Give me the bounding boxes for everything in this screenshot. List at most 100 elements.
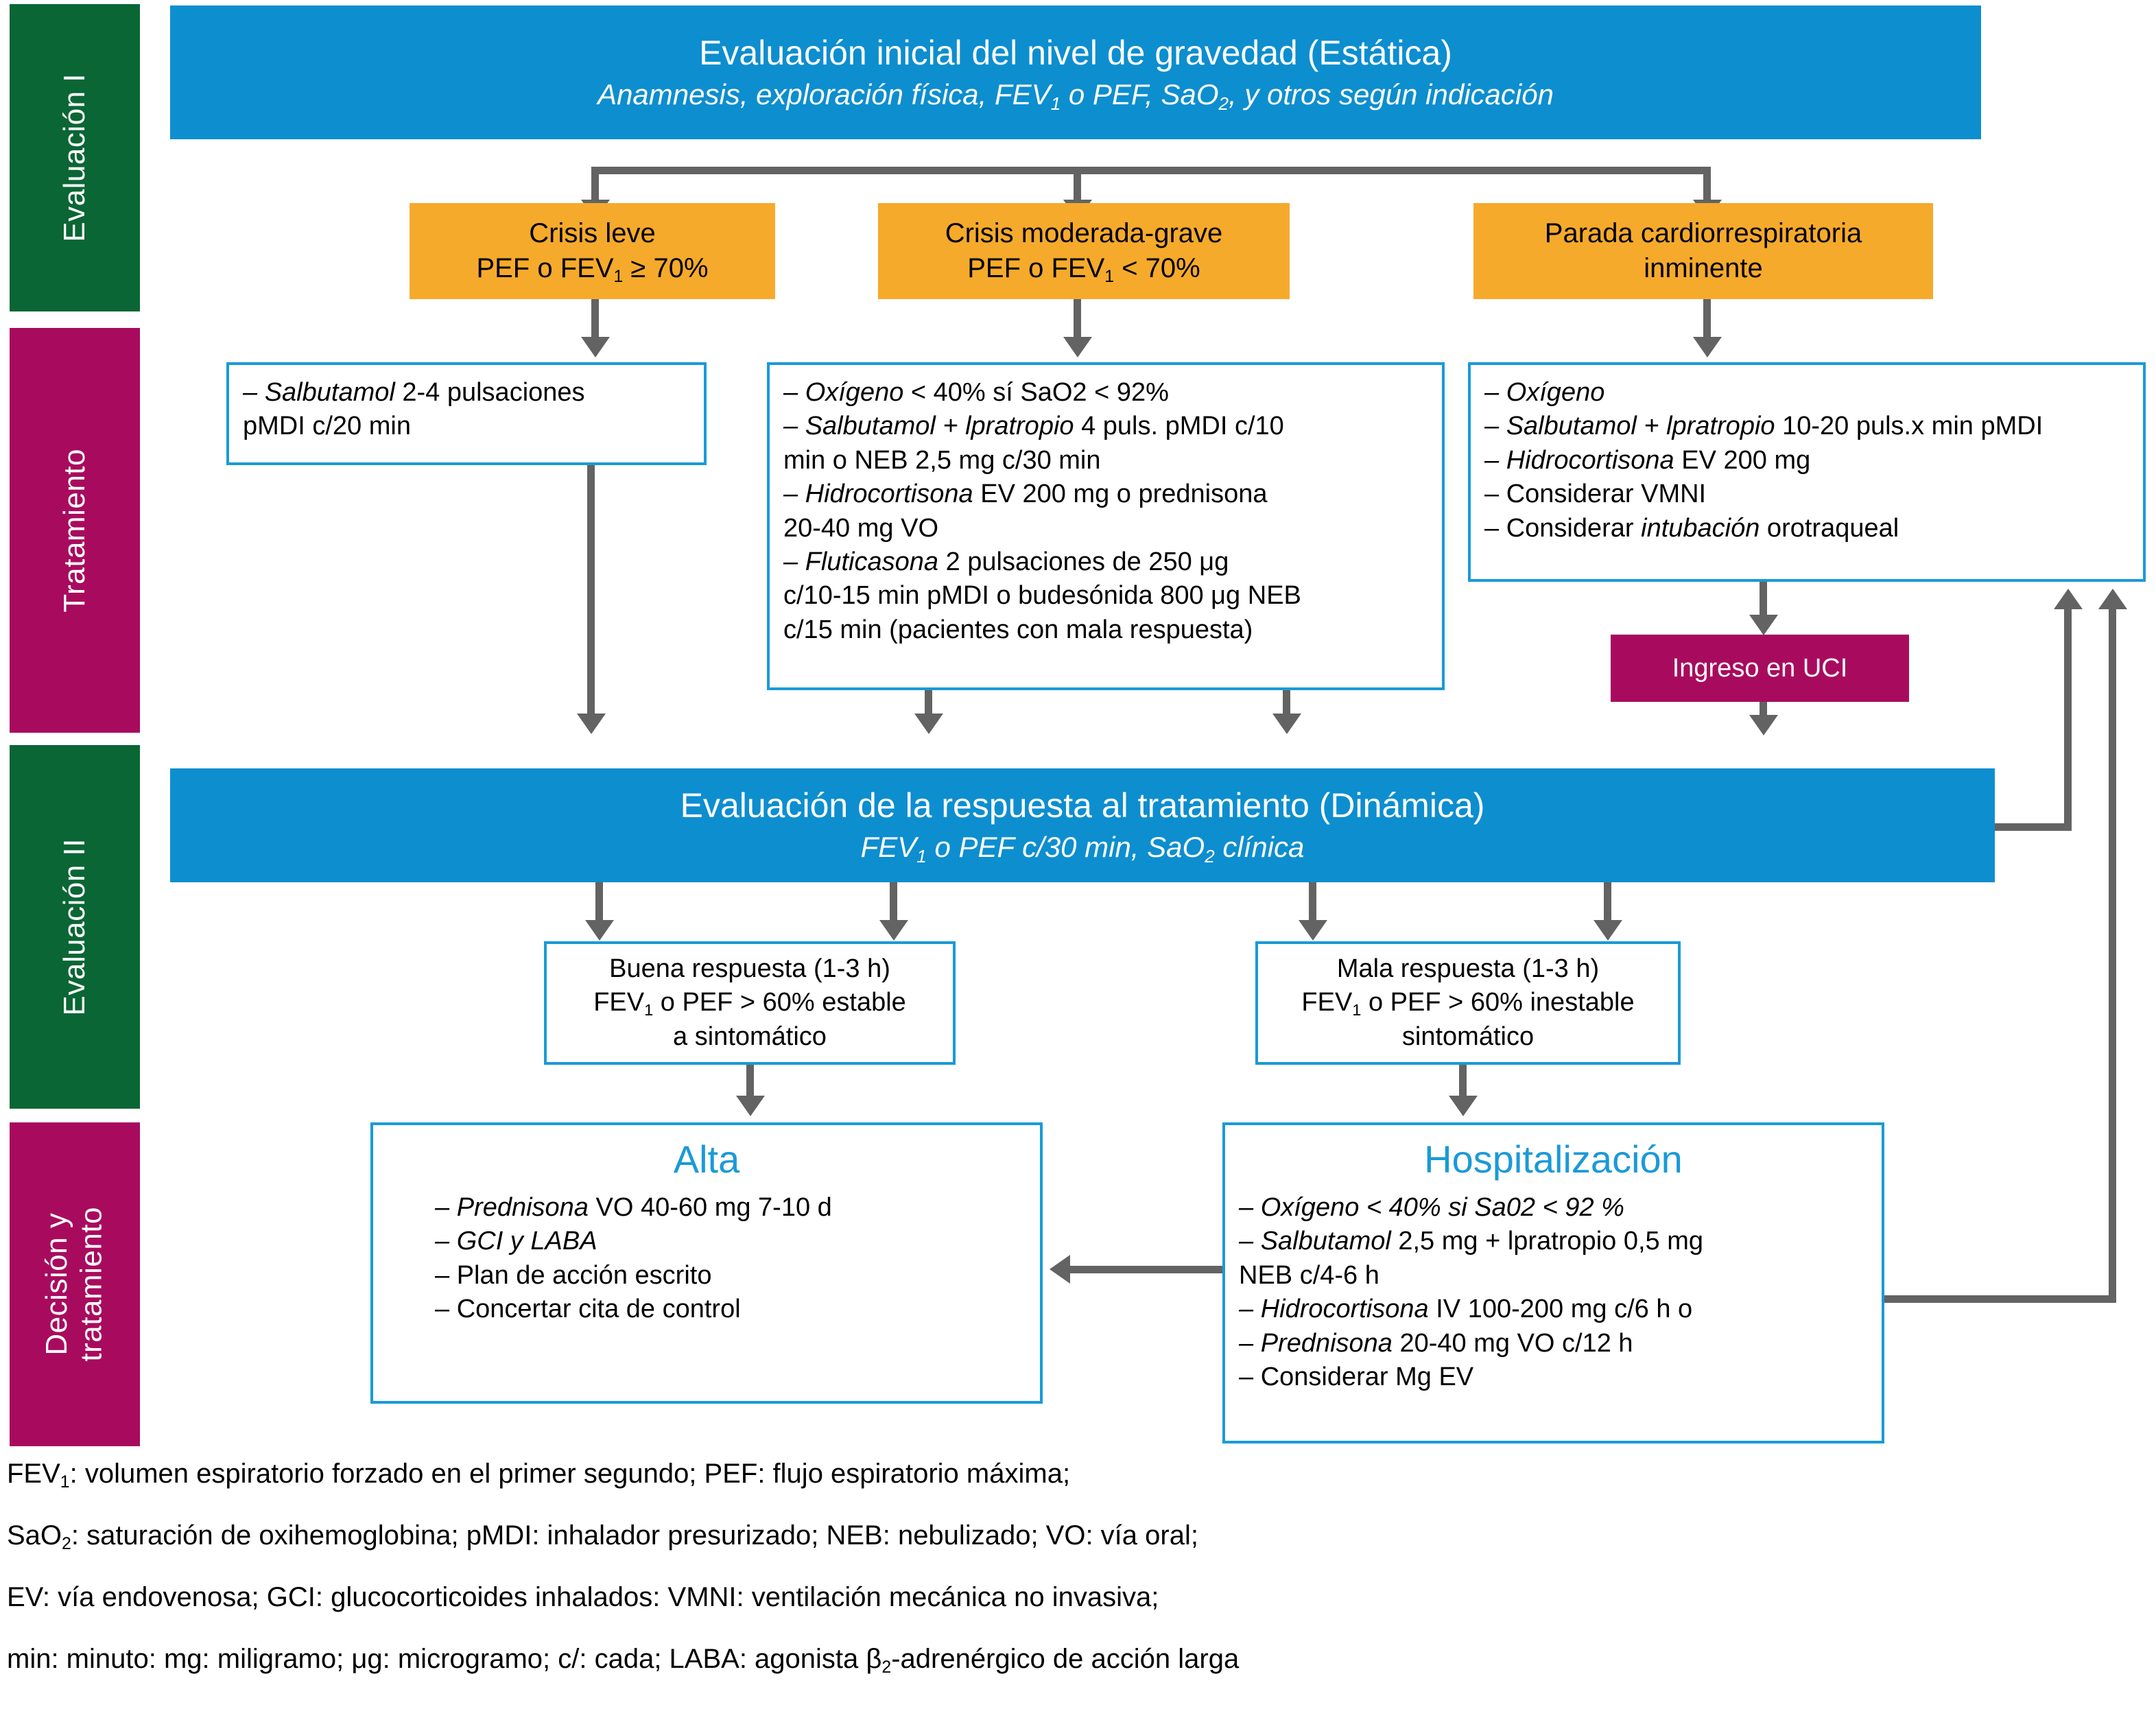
severity-line1: Crisis moderada-grave	[945, 217, 1223, 248]
evaluation-1-subtitle: Anamnesis, exploración física, FEV1 o PE…	[597, 78, 1554, 114]
connector-good-to-discharge	[746, 1065, 754, 1100]
treatment-card-arrest: – Oxígeno – Salbutamol + lpratropio 10-2…	[1468, 362, 2146, 582]
treatment-line: – Salbutamol + lpratropio 10-20 puls.x m…	[1484, 412, 2044, 441]
connector-arrest-to-treatment	[1703, 299, 1711, 342]
treatment-line: – Salbutamol + lpratropio 4 puls. pMDI c…	[783, 412, 1284, 441]
discharge-title: Alta	[673, 1138, 740, 1181]
arrow-moderate-to-eval2-left	[914, 714, 943, 734]
arrow-moderate-to-eval2-right	[1272, 714, 1301, 734]
discharge-line: – Prednisona VO 40-60 mg 7-10 d	[435, 1193, 832, 1222]
response-box-bad: Mala respuesta (1-3 h) FEV1 o PEF > 60% …	[1255, 941, 1681, 1065]
phase-band-label: Evaluación II	[57, 838, 91, 1016]
treatment-line: – Considerar VMNI	[1484, 480, 1707, 509]
severity-line1: Parada cardiorrespiratoria	[1544, 217, 1862, 248]
treatment-line: – Considerar intubación orotraqueal	[1484, 513, 1899, 543]
severity-box-arrest: Parada cardiorrespiratoria inminente	[1473, 203, 1933, 299]
treatment-line: – Oxígeno < 40% sí SaO2 < 92%	[783, 378, 1169, 407]
treatment-line: c/15 min (pacientes con mala respuesta)	[783, 615, 1253, 644]
phase-band-decision-tratamiento: Decisión y tratamiento	[10, 1122, 140, 1446]
severity-line2: PEF o FEV1 < 70%	[967, 253, 1200, 287]
connector-mild-to-treatment	[591, 299, 599, 342]
icu-label: Ingreso en UCI	[1672, 653, 1848, 683]
severity-line1: Crisis leve	[529, 217, 656, 248]
connector-hospitalization-to-discharge	[1070, 1266, 1222, 1273]
hospitalization-line: – Salbutamol 2,5 mg + lpratropio 0,5 mg	[1239, 1227, 1703, 1256]
discharge-line: – Plan de acción escrito	[435, 1260, 712, 1290]
hospitalization-line: NEB c/4-6 h	[1239, 1260, 1379, 1290]
arrow-moderate-to-treatment	[1063, 337, 1092, 357]
severity-line2: inminente	[1644, 253, 1763, 283]
treatment-line: – Salbutamol 2-4 pulsaciones	[243, 378, 585, 407]
treatment-line: – Hidrocortisona EV 200 mg o prednisona	[783, 480, 1268, 509]
arrow-mild-to-eval2	[577, 714, 606, 734]
connector-eval1-to-moderate	[1074, 167, 1081, 204]
response-line2: FEV1 o PEF > 60% inestable	[1301, 988, 1635, 1019]
response-line3: a sintomático	[673, 1022, 827, 1051]
evaluation-1-banner: Evaluación inicial del nivel de gravedad…	[170, 5, 1981, 139]
treatment-line: – Fluticasona 2 pulsaciones de 250 μg	[783, 547, 1229, 576]
connector-eval2-c	[1309, 882, 1316, 925]
legend-line-2: SaO2: saturación de oxihemoglobina; pMDI…	[7, 1520, 1198, 1554]
response-box-good: Buena respuesta (1-3 h) FEV1 o PEF > 60%…	[544, 941, 956, 1065]
response-line1: Buena respuesta (1-3 h)	[609, 954, 890, 983]
discharge-line: – Concertar cita de control	[435, 1295, 741, 1324]
outcome-box-hospitalization: Hospitalización – Oxígeno < 40% si Sa02 …	[1222, 1122, 1884, 1443]
phase-band-tratamiento: Tratamiento	[10, 328, 140, 733]
treatment-card-moderate: – Oxígeno < 40% sí SaO2 < 92% – Salbutam…	[767, 362, 1445, 690]
arrow-bad-to-hospitalization	[1449, 1096, 1478, 1116]
evaluation-2-banner: Evaluación de la respuesta al tratamient…	[170, 768, 1995, 882]
response-line3: sintomático	[1401, 1022, 1535, 1051]
arrow-eval2-b	[879, 920, 908, 941]
arrow-eval2-c	[1299, 920, 1327, 941]
severity-box-moderate: Crisis moderada-grave PEF o FEV1 < 70%	[878, 203, 1290, 299]
connector-bus-eval1	[591, 167, 1711, 174]
connector-moderate-to-eval2-left	[925, 690, 932, 718]
treatment-line: c/10-15 min pMDI o budesónida 800 μg NEB	[783, 581, 1301, 611]
arrow-eval2-feedback	[2054, 589, 2083, 609]
connector-eval1-to-arrest	[1703, 167, 1711, 204]
connector-eval2-feedback-v	[2064, 609, 2072, 827]
discharge-line: – GCI y LABA	[435, 1227, 597, 1256]
response-line2: FEV1 o PEF > 60% estable	[593, 988, 906, 1019]
severity-box-mild: Crisis leve PEF o FEV1 ≥ 70%	[410, 203, 775, 299]
arrow-arrest-to-icu	[1749, 615, 1778, 635]
hospitalization-line: – Considerar Mg EV	[1239, 1362, 1474, 1391]
evaluation-2-title: Evaluación de la respuesta al tratamient…	[680, 786, 1485, 825]
phase-band-label: Decisión y tratamiento	[40, 1207, 108, 1362]
arrow-hospitalization-to-discharge	[1050, 1255, 1070, 1284]
connector-icu-to-eval2	[1760, 702, 1767, 719]
arrow-hospitalization-feedback	[2098, 589, 2127, 609]
treatment-line: – Hidrocortisona EV 200 mg	[1484, 445, 1811, 475]
phase-band-evaluacion-2: Evaluación II	[10, 745, 140, 1109]
hospitalization-line: – Prednisona 20-40 mg VO c/12 h	[1239, 1328, 1633, 1358]
connector-eval1-to-mild	[591, 167, 599, 204]
arrow-eval2-a	[585, 920, 614, 941]
treatment-line: – Oxígeno	[1484, 378, 1605, 407]
legend-line-4: min: minuto: mg: miligramo; μg: microgra…	[7, 1644, 1240, 1677]
treatment-card-mild: – Salbutamol 2-4 pulsaciones pMDI c/20 m…	[226, 362, 707, 465]
evaluation-1-title: Evaluación inicial del nivel de gravedad…	[699, 33, 1452, 72]
arrow-arrest-to-treatment	[1693, 337, 1722, 357]
treatment-line: 20-40 mg VO	[783, 513, 938, 543]
connector-eval2-a	[595, 882, 603, 925]
arrow-eval2-d	[1594, 920, 1622, 941]
connector-hospitalization-feedback-v	[2109, 609, 2116, 1299]
arrow-mild-to-treatment	[581, 337, 610, 357]
connector-eval2-d	[1604, 882, 1611, 925]
arrow-icu-to-eval2	[1749, 715, 1778, 735]
connector-eval2-b	[890, 882, 897, 925]
connector-eval2-feedback-h	[1995, 823, 2072, 831]
legend-line-3: EV: vía endovenosa; GCI: glucocorticoide…	[7, 1582, 1159, 1612]
connector-mild-to-eval2	[587, 465, 595, 718]
severity-line2: PEF o FEV1 ≥ 70%	[476, 253, 709, 287]
phase-band-label: Tratamiento	[57, 448, 91, 613]
phase-band-label: Evaluación I	[57, 73, 91, 242]
outcome-box-discharge: Alta – Prednisona VO 40-60 mg 7-10 d – G…	[370, 1122, 1043, 1404]
treatment-line: min o NEB 2,5 mg c/30 min	[783, 445, 1101, 475]
evaluation-2-subtitle: FEV1 o PEF c/30 min, SaO2 clínica	[860, 831, 1305, 867]
connector-arrest-to-icu	[1760, 582, 1767, 620]
hospitalization-title: Hospitalización	[1424, 1138, 1683, 1181]
connector-moderate-to-treatment	[1074, 299, 1081, 342]
connector-moderate-to-eval2-right	[1283, 690, 1290, 718]
